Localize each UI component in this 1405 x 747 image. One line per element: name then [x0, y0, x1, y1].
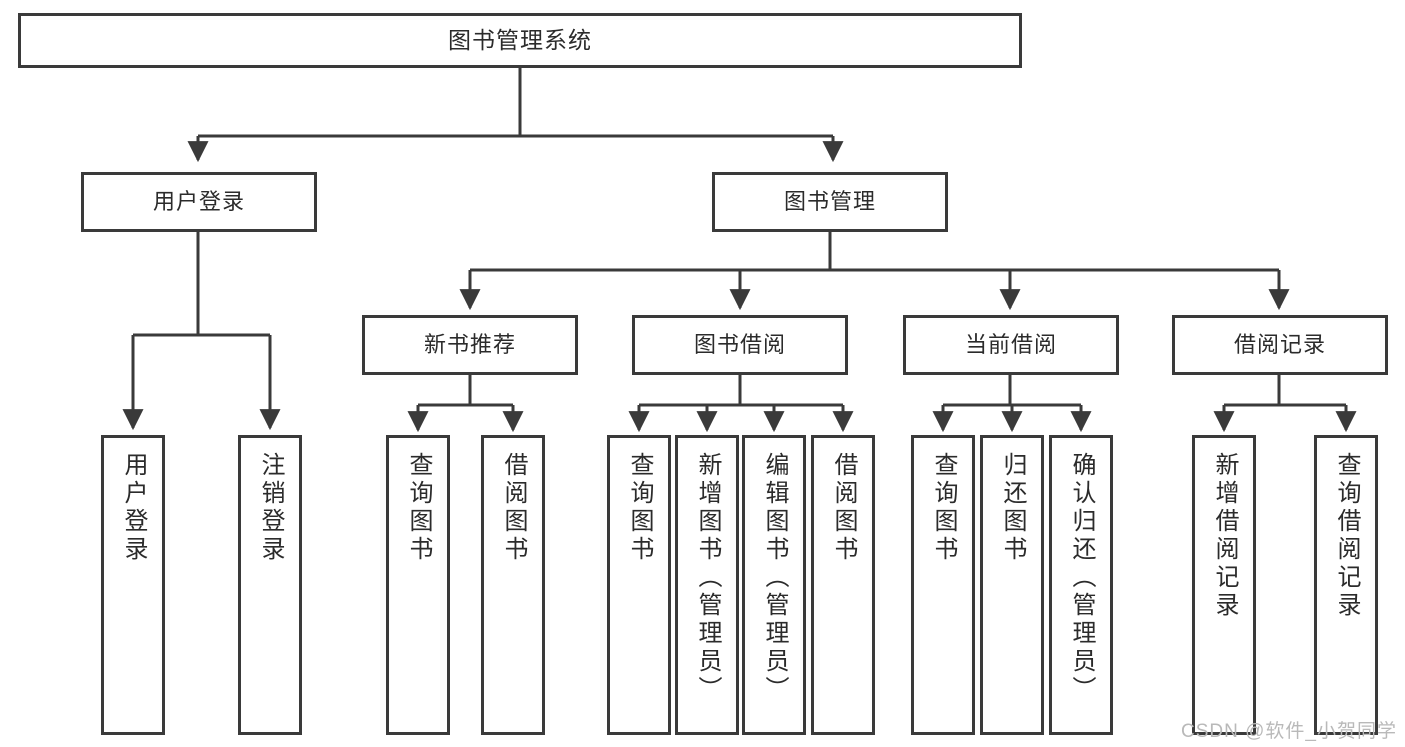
leaf-new-book-borrow[interactable]: 借阅图书 — [481, 435, 545, 735]
node-current-borrow[interactable]: 当前借阅 — [903, 315, 1119, 375]
node-label: 借阅记录 — [1233, 332, 1326, 358]
node-label: 编辑图书（管理员） — [761, 452, 788, 704]
node-label: 借阅图书 — [830, 452, 857, 564]
node-label: 图书管理系统 — [448, 27, 592, 54]
node-label: 新增借阅记录 — [1211, 452, 1238, 620]
leaf-borrow-add-book-admin[interactable]: 新增图书（管理员） — [675, 435, 739, 735]
node-label: 注销登录 — [257, 452, 284, 564]
node-label: 确认归还（管理员） — [1068, 452, 1095, 704]
node-label: 查询借阅记录 — [1333, 452, 1360, 620]
leaf-current-confirm-return-admin[interactable]: 确认归还（管理员） — [1049, 435, 1113, 735]
leaf-user-login-logout[interactable]: 注销登录 — [238, 435, 302, 735]
leaf-user-login-login[interactable]: 用户登录 — [101, 435, 165, 735]
leaf-new-book-query[interactable]: 查询图书 — [386, 435, 450, 735]
node-label: 查询图书 — [930, 452, 957, 564]
leaf-borrow-borrow-book[interactable]: 借阅图书 — [811, 435, 875, 735]
node-borrow-record[interactable]: 借阅记录 — [1172, 315, 1388, 375]
leaf-borrow-query-book[interactable]: 查询图书 — [607, 435, 671, 735]
node-new-book-recommend[interactable]: 新书推荐 — [362, 315, 578, 375]
node-label: 图书借阅 — [693, 332, 786, 358]
leaf-current-query-book[interactable]: 查询图书 — [911, 435, 975, 735]
node-label: 查询图书 — [626, 452, 653, 564]
node-user-login[interactable]: 用户登录 — [81, 172, 317, 232]
leaf-current-return-book[interactable]: 归还图书 — [980, 435, 1044, 735]
node-label: 用户登录 — [120, 452, 147, 564]
node-label: 当前借阅 — [964, 332, 1057, 358]
node-label: 归还图书 — [999, 452, 1026, 564]
node-label: 新增图书（管理员） — [694, 452, 721, 704]
leaf-borrow-edit-book-admin[interactable]: 编辑图书（管理员） — [742, 435, 806, 735]
node-label: 查询图书 — [405, 452, 432, 564]
leaf-record-add-record[interactable]: 新增借阅记录 — [1192, 435, 1256, 735]
node-root-system[interactable]: 图书管理系统 — [18, 13, 1022, 68]
node-book-management[interactable]: 图书管理 — [712, 172, 948, 232]
node-label: 新书推荐 — [423, 332, 516, 358]
node-book-borrow[interactable]: 图书借阅 — [632, 315, 848, 375]
leaf-record-query-record[interactable]: 查询借阅记录 — [1314, 435, 1378, 735]
node-label: 用户登录 — [152, 189, 245, 215]
node-label: 借阅图书 — [500, 452, 527, 564]
node-label: 图书管理 — [783, 189, 876, 215]
